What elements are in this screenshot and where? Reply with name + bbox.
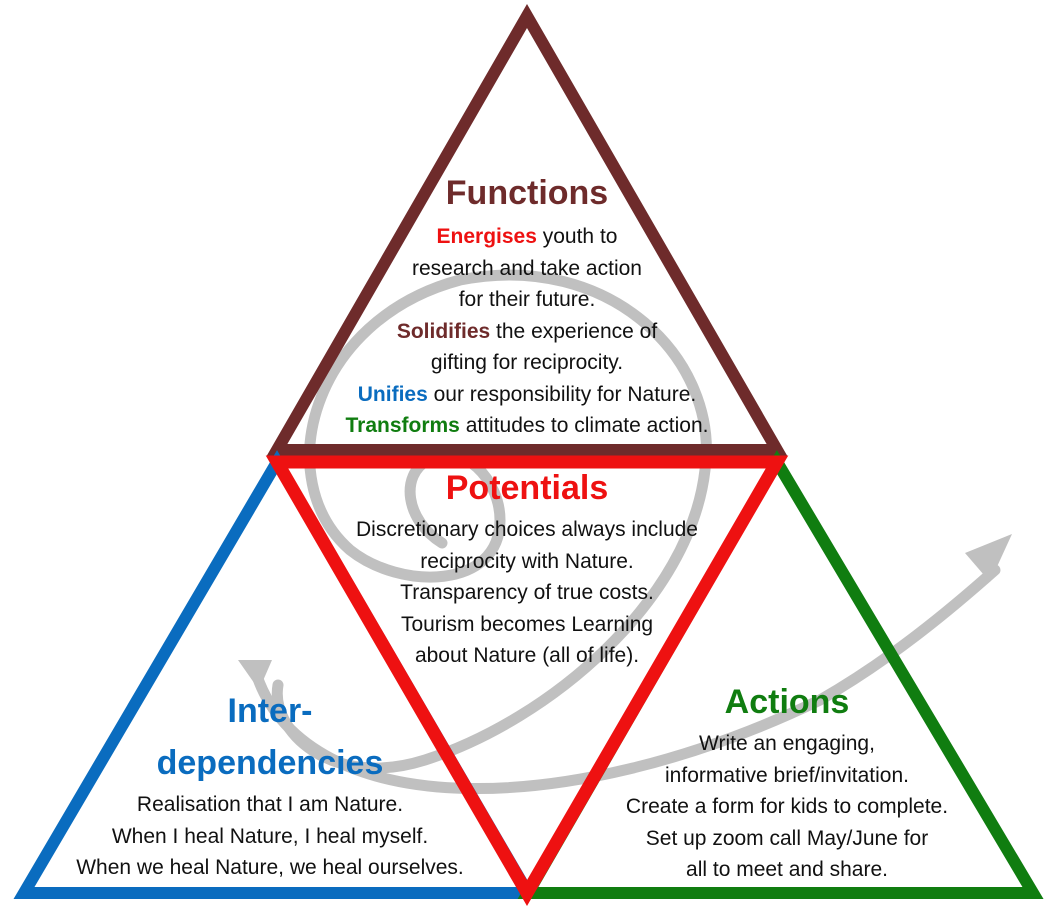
- functions-line-text: research and take action: [412, 256, 642, 280]
- functions-line: gifting for reciprocity.: [287, 347, 767, 379]
- actions-line: Set up zoom call May/June for: [645, 826, 929, 850]
- spiral-arrowhead-right: [965, 534, 1012, 582]
- spiral-arrowhead-down: [238, 660, 272, 690]
- functions-keyword: Unifies: [357, 382, 428, 406]
- functions-line-text: youth to: [536, 225, 618, 248]
- functions-lines: Energises youth to research and take acti…: [287, 221, 767, 442]
- actions-lines: Write an engaging, informative brief/invi…: [537, 728, 1037, 886]
- functions-keyword: Transforms: [345, 414, 460, 437]
- actions-line: informative brief/invitation.: [665, 763, 909, 787]
- functions-line: Transforms attitudes to climate action.: [287, 410, 767, 442]
- interdependencies-line: When we heal Nature, we heal ourselves.: [76, 856, 464, 879]
- actions-title: Actions: [724, 683, 850, 721]
- functions-line: Unifies our responsibility for Nature.: [287, 379, 767, 411]
- potentials-line: Transparency of true costs.: [400, 581, 654, 604]
- potentials-title: Potentials: [445, 469, 609, 507]
- actions-line: all to meet and share.: [686, 858, 888, 881]
- interdependencies-title-line2: dependencies: [156, 744, 384, 782]
- functions-line: Solidifies the experience of: [287, 316, 767, 348]
- functions-line: for their future.: [287, 284, 767, 316]
- interdependencies-lines: Realisation that I am Nature. When I heal…: [20, 789, 520, 884]
- potentials-line: reciprocity with Nature.: [420, 549, 634, 573]
- functions-line-text: our responsibility for Nature.: [427, 382, 697, 406]
- functions-line: research and take action: [287, 253, 767, 285]
- functions-line-text: the experience of: [490, 319, 658, 343]
- potentials-line: Tourism becomes Learning: [400, 612, 654, 636]
- functions-triangle: [266, 3, 788, 456]
- interdependencies-line: Realisation that I am Nature.: [136, 793, 404, 816]
- functions-title: Functions: [445, 174, 609, 212]
- interdependencies-line: When I heal Nature, I heal myself.: [111, 824, 429, 848]
- functions-line-text: gifting for reciprocity.: [430, 351, 624, 374]
- functions-line-text: for their future.: [458, 288, 596, 311]
- potentials-lines: Discretionary choices always include reci…: [287, 514, 767, 672]
- functions-line-text: attitudes to climate action.: [459, 414, 709, 437]
- potentials-line: Discretionary choices always include: [356, 518, 698, 541]
- actions-line: Write an engaging,: [699, 732, 875, 755]
- interdependencies-title-line1: Inter-: [227, 692, 313, 730]
- spiral-tail-path: [249, 564, 1001, 794]
- actions-line: Create a form for kids to complete.: [625, 795, 949, 818]
- spiral-path: [271, 269, 712, 774]
- functions-keyword: Solidifies: [396, 319, 491, 343]
- spiral-arrow: [238, 269, 1012, 794]
- potentials-line: about Nature (all of life).: [414, 644, 640, 667]
- functions-line: Energises youth to: [287, 221, 767, 253]
- functions-keyword: Energises: [436, 225, 537, 248]
- potentials-triangle: [265, 455, 789, 906]
